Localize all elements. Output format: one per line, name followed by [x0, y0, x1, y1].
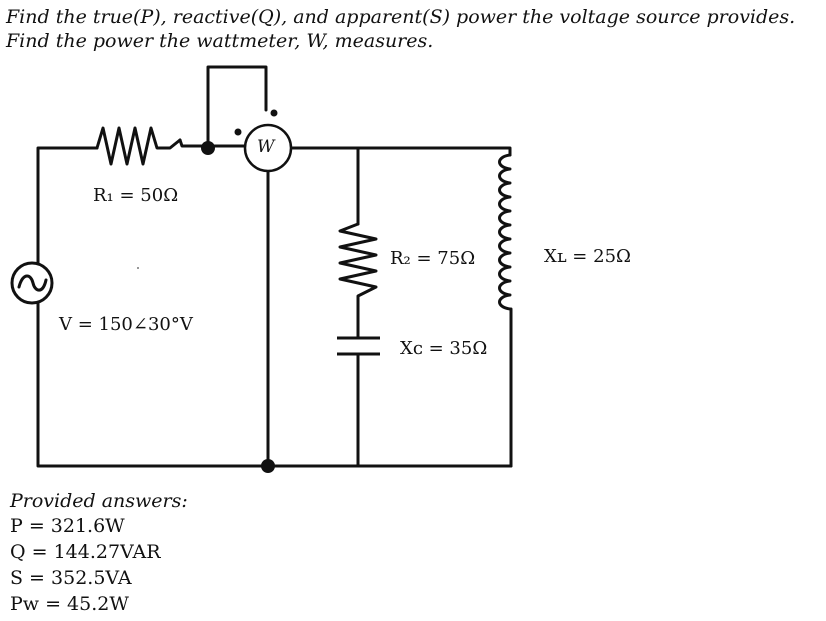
answer-pw: Pᴡ = 45.2W	[10, 593, 129, 615]
xl-label: Xʟ = 25Ω	[544, 246, 631, 267]
ac-source-wave	[17, 274, 48, 292]
r1-label: R₁ = 50Ω	[93, 185, 179, 206]
answer-s: S = 352.5VA	[10, 567, 132, 589]
polarity-dot-1	[234, 128, 242, 136]
resistor-r1	[95, 126, 182, 166]
answers-title: Provided answers:	[10, 490, 188, 512]
question-line-1: Find the true(P), reactive(Q), and appar…	[6, 6, 796, 28]
wattmeter-label: W	[257, 137, 275, 157]
junction-dot-top	[201, 141, 215, 155]
resistor-r2	[338, 222, 378, 340]
wattmeter-voltage-lead	[206, 65, 268, 150]
polarity-dot-2	[270, 109, 278, 117]
wire-top-left	[178, 138, 247, 148]
answer-q: Q = 144.27VAR	[10, 541, 161, 563]
source-label: V = 150∠30°V	[59, 314, 193, 335]
question-line-2: Find the power the wattmeter, W, measure…	[6, 30, 434, 52]
xc-label: Xᴄ = 35Ω	[400, 338, 488, 359]
stray-mark	[137, 267, 139, 269]
inductor-xl	[498, 153, 512, 311]
answer-p: P = 321.6W	[10, 515, 125, 537]
wire-left	[36, 146, 99, 265]
wattmeter-icon	[243, 123, 293, 173]
wire-top-right	[290, 146, 512, 157]
junction-dot-bottom	[261, 459, 275, 473]
r2-label: R₂ = 75Ω	[390, 248, 476, 269]
wire-left-lower	[36, 298, 513, 468]
